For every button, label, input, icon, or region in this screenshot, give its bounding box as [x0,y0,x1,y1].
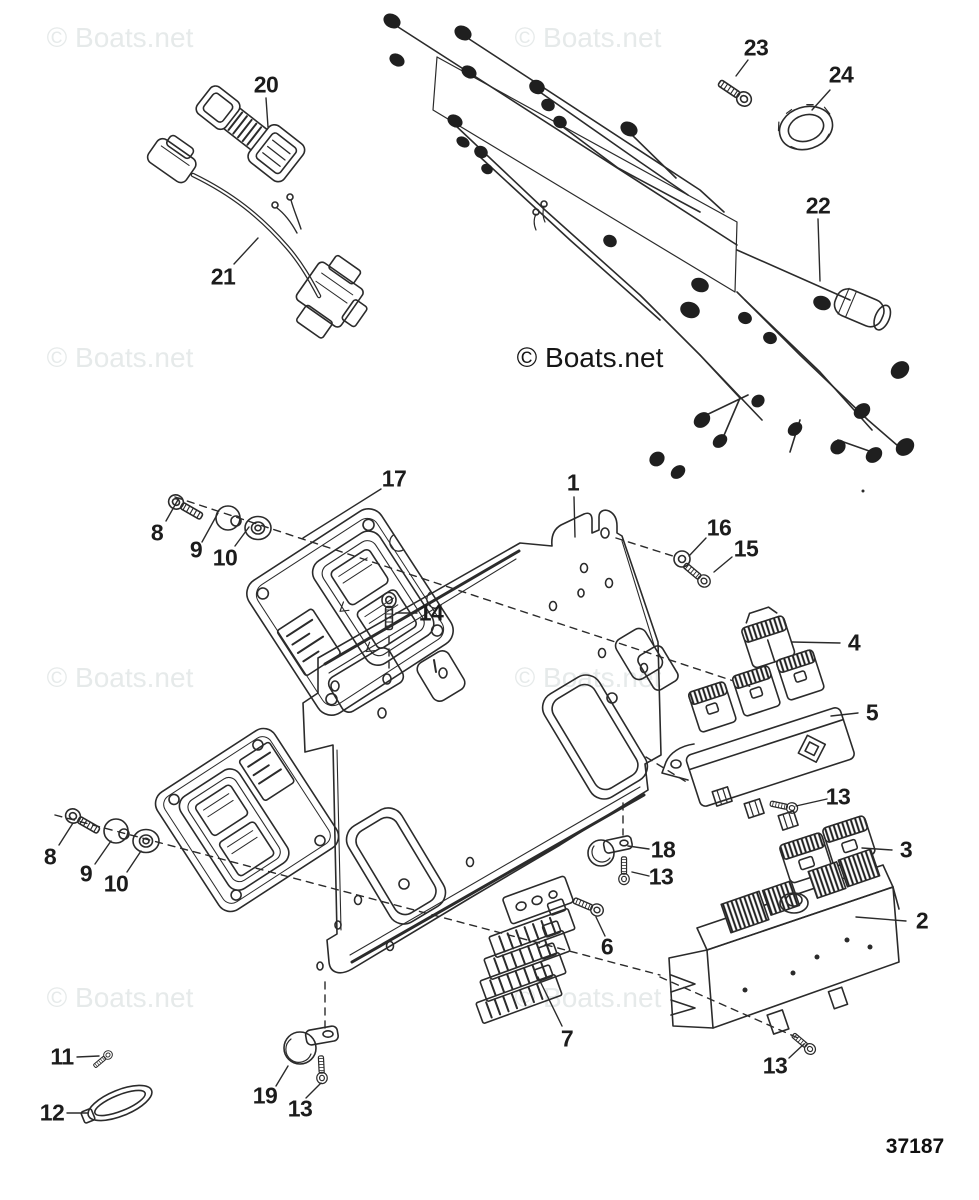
drawing-number: 37187 [885,1135,945,1158]
fuse-block [661,649,855,831]
assembly-axis-dashes [54,496,799,1039]
bracket-holes [316,562,649,971]
clamp-19 [283,1025,339,1065]
washer-16 [673,550,691,568]
screw-13-c [314,1055,329,1085]
stray-dot [861,489,865,493]
connector-housings [779,815,876,884]
pcm-unit [668,848,900,1035]
relay [741,606,796,669]
clamp-18 [587,835,633,867]
screw-13-b [618,856,630,886]
ring-nut-24 [777,104,834,151]
bushing-10-upper [244,515,272,541]
screw-23 [714,75,755,110]
harness-connectors [383,13,915,479]
mounting-bracket [302,509,679,974]
switch-harness [146,134,368,339]
cable-tie-12 [80,1084,153,1124]
screw-8-lower [62,805,103,838]
ecm-module-upper [246,508,454,716]
ecm-module-lower [154,727,340,913]
engine-wiring-harness [383,13,915,479]
bushing-10-lower [132,828,160,854]
screw-8-upper [165,491,206,524]
terminal-block-stack [475,875,576,1024]
leader-lines [58,59,907,1114]
screw-6 [570,894,606,919]
screw-11 [91,1048,115,1071]
adapter-harness [195,85,306,183]
grommet-9-lower [103,818,130,844]
screw-15 [680,559,714,591]
